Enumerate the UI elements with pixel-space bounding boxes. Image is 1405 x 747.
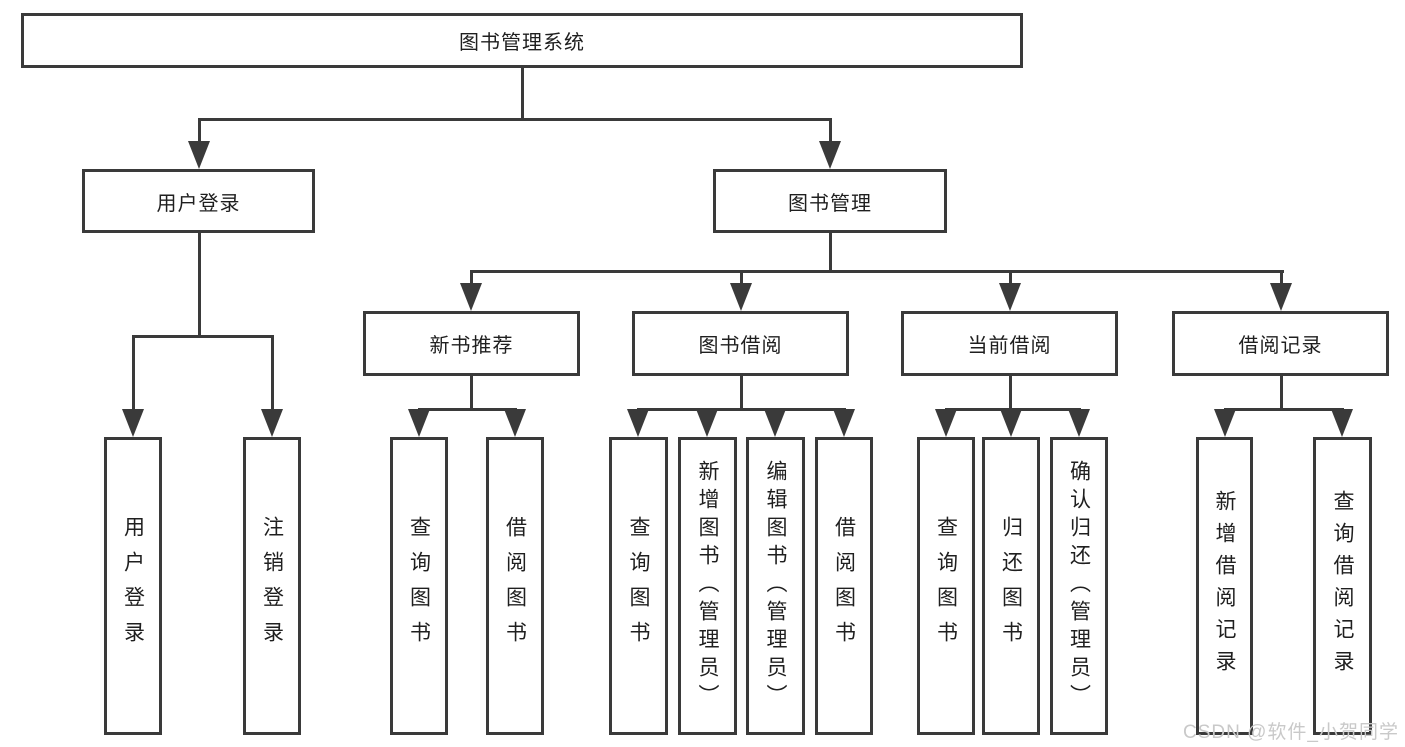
connector-user-login-down — [197, 233, 201, 337]
leaf-query-books-1: 查询图书 — [390, 437, 448, 735]
arrow-down-icon — [764, 409, 786, 437]
connector-level2-rail — [197, 118, 832, 121]
connector-user-login-stem — [197, 118, 201, 144]
node-book-borrow: 图书借阅 — [632, 311, 849, 376]
connector-group-rail — [1223, 408, 1344, 411]
arrow-down-icon — [408, 409, 430, 437]
connector-l3-stem — [1279, 270, 1283, 285]
connector-book-mgmt-down — [828, 233, 832, 273]
leaf-return-books: 归还图书 — [982, 437, 1040, 735]
connector-root-stem — [520, 68, 524, 121]
leaf-query-books-2: 查询图书 — [609, 437, 668, 735]
arrow-down-icon — [1068, 409, 1090, 437]
arrow-down-icon — [188, 141, 210, 169]
leaf-logout: 注销登录 — [243, 437, 301, 735]
leaf-label: 查询图书 — [407, 516, 431, 656]
leaf-edit-books-admin: 编辑图书（管理员） — [746, 437, 805, 735]
connector-group-rail — [417, 408, 517, 411]
leaf-label: 借阅图书 — [832, 516, 856, 656]
leaf-label: 新增借阅记录 — [1213, 490, 1236, 682]
leaf-label: 确认归还（管理员） — [1067, 460, 1091, 712]
arrow-down-icon — [122, 409, 144, 437]
arrow-down-icon — [1000, 409, 1022, 437]
csdn-watermark: CSDN @软件_小贺同学 — [1183, 722, 1399, 743]
leaf-borrow-books-2: 借阅图书 — [815, 437, 873, 735]
connector-user-login-rail — [131, 335, 274, 338]
connector-group-down — [1008, 376, 1012, 411]
connector-group-rail — [636, 408, 846, 411]
leaf-user-login: 用户登录 — [104, 437, 162, 735]
node-borrow-records: 借阅记录 — [1172, 311, 1389, 376]
node-root: 图书管理系统 — [21, 13, 1023, 68]
node-book-management: 图书管理 — [713, 169, 947, 233]
leaf-query-books-3: 查询图书 — [917, 437, 975, 735]
leaf-label: 归还图书 — [999, 516, 1023, 656]
node-new-book-recommend-label: 新书推荐 — [429, 335, 514, 357]
leaf-label: 查询借阅记录 — [1331, 490, 1354, 682]
connector-group-down — [739, 376, 743, 411]
leaf-label: 注销登录 — [260, 516, 284, 656]
leaf-label: 查询图书 — [627, 516, 650, 656]
leaf-label: 用户登录 — [121, 516, 145, 656]
node-user-login: 用户登录 — [82, 169, 315, 233]
node-book-borrow-label: 图书借阅 — [698, 335, 783, 357]
connector-l3-stem — [469, 270, 473, 285]
arrow-down-icon — [1331, 409, 1353, 437]
arrow-down-icon — [819, 141, 841, 169]
arrow-down-icon — [999, 283, 1021, 311]
arrow-down-icon — [833, 409, 855, 437]
node-borrow-records-label: 借阅记录 — [1238, 335, 1323, 357]
node-current-borrow: 当前借阅 — [901, 311, 1118, 376]
leaf-label: 查询图书 — [934, 516, 958, 656]
arrow-down-icon — [1270, 283, 1292, 311]
arrow-down-icon — [261, 409, 283, 437]
arrow-down-icon — [460, 283, 482, 311]
connector-level3-rail — [469, 270, 1284, 273]
connector-leaf-stem — [131, 335, 135, 411]
leaf-add-books-admin: 新增图书（管理员） — [678, 437, 737, 735]
leaf-label: 编辑图书（管理员） — [764, 460, 787, 712]
arrow-down-icon — [627, 409, 649, 437]
connector-book-mgmt-stem — [828, 118, 832, 144]
node-new-book-recommend: 新书推荐 — [363, 311, 580, 376]
arrow-down-icon — [696, 409, 718, 437]
arrow-down-icon — [1214, 409, 1236, 437]
connector-l3-stem — [739, 270, 743, 285]
leaf-add-borrow-record: 新增借阅记录 — [1196, 437, 1253, 735]
leaf-label: 新增图书（管理员） — [696, 460, 719, 712]
leaf-confirm-return-admin: 确认归还（管理员） — [1050, 437, 1108, 735]
connector-leaf-stem — [270, 335, 274, 411]
leaf-query-borrow-record: 查询借阅记录 — [1313, 437, 1372, 735]
arrow-down-icon — [730, 283, 752, 311]
arrow-down-icon — [935, 409, 957, 437]
connector-group-down — [470, 376, 473, 411]
arrow-down-icon — [504, 409, 526, 437]
node-book-management-label: 图书管理 — [788, 192, 872, 215]
connector-group-down — [1279, 376, 1283, 411]
node-root-label: 图书管理系统 — [459, 32, 585, 54]
node-user-login-label: 用户登录 — [156, 192, 241, 215]
leaf-label: 借阅图书 — [503, 516, 527, 656]
node-current-borrow-label: 当前借阅 — [967, 335, 1052, 357]
connector-l3-stem — [1008, 270, 1012, 285]
leaf-borrow-books-1: 借阅图书 — [486, 437, 544, 735]
